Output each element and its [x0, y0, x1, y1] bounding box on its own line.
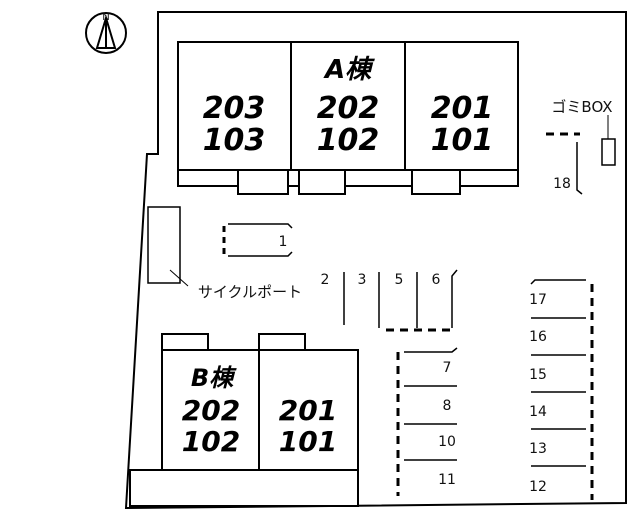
parking-spot-5: 5: [395, 272, 404, 288]
unit-a-202: 202: [317, 91, 380, 126]
building-a-name: A棟: [323, 55, 375, 85]
parking-spot-11: 11: [438, 472, 456, 488]
cycle-port-label: サイクルポート: [198, 283, 302, 301]
unit-b-201: 201: [279, 394, 337, 427]
garbage-box-label: ゴミBOX: [551, 98, 612, 116]
building-b-name: B棟: [191, 364, 237, 392]
cycle-port: [147, 206, 181, 284]
parking-spot-1: 1: [279, 234, 288, 250]
unit-a-102: 102: [317, 123, 380, 158]
parking-spot-3: 3: [358, 272, 367, 288]
parking-spot-10: 10: [438, 434, 456, 450]
unit-b-202: 202: [182, 394, 240, 427]
compass-icon: N: [85, 12, 127, 54]
parking-spot-12: 12: [529, 479, 547, 495]
parking-spot-7: 7: [443, 360, 452, 376]
parking-spot-6: 6: [432, 272, 441, 288]
site-boundary: [124, 11, 627, 510]
unit-b-102: 102: [182, 425, 240, 458]
parking-spot-18: 18: [553, 176, 571, 192]
building-a: [177, 41, 519, 195]
parking-spot-2: 2: [321, 272, 330, 288]
building-b: [129, 333, 359, 507]
garbage-box: [601, 138, 616, 166]
compass-letter: N: [102, 12, 109, 23]
parking-spot-8: 8: [443, 398, 452, 414]
unit-a-203: 203: [203, 91, 266, 126]
unit-a-101: 101: [431, 123, 494, 158]
parking-spot-17: 17: [529, 292, 547, 308]
unit-a-103: 103: [203, 123, 266, 158]
parking-spot-13: 13: [529, 441, 547, 457]
unit-b-101: 101: [279, 425, 337, 458]
parking-spot-16: 16: [529, 329, 547, 345]
unit-a-201: 201: [431, 91, 494, 126]
parking-spot-14: 14: [529, 404, 547, 420]
parking-spot-15: 15: [529, 367, 547, 383]
